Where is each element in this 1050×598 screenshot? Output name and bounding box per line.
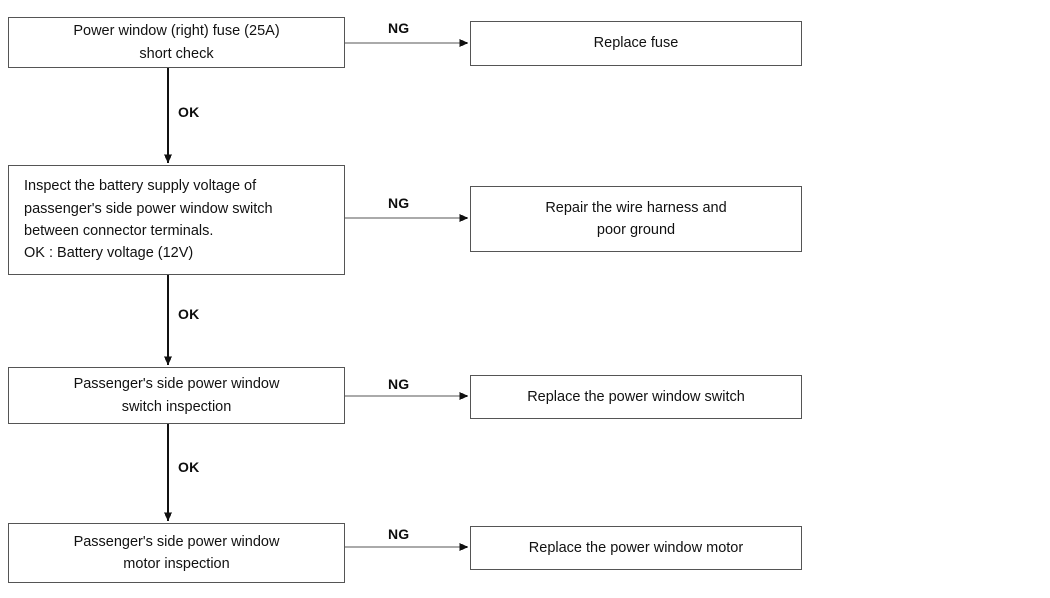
edge-label-ok-2: OK xyxy=(178,306,200,322)
node-label: Power window (right) fuse (25A) short ch… xyxy=(73,23,280,62)
node-inspect-battery-supply-voltage[interactable]: Inspect the battery supply voltage of pa… xyxy=(8,165,345,275)
node-label: Inspect the battery supply voltage of pa… xyxy=(24,178,273,262)
node-replace-power-window-motor[interactable]: Replace the power window motor xyxy=(470,526,802,570)
edge-label-ng-3: NG xyxy=(388,376,410,392)
edge-label-ok-3: OK xyxy=(178,459,200,475)
node-power-window-fuse-short-check[interactable]: Power window (right) fuse (25A) short ch… xyxy=(8,17,345,68)
node-power-window-motor-inspection[interactable]: Passenger's side power window motor insp… xyxy=(8,523,345,583)
node-label: Replace the power window motor xyxy=(528,539,744,556)
node-label: Passenger's side power window motor insp… xyxy=(73,533,280,572)
edge-label-ok-1: OK xyxy=(178,104,200,120)
edge-label-ng-1: NG xyxy=(388,20,410,36)
edge-label-ng-2: NG xyxy=(388,195,410,211)
node-label: Replace the power window switch xyxy=(527,388,745,405)
node-repair-wire-harness[interactable]: Repair the wire harness and poor ground xyxy=(470,186,802,252)
node-label: Passenger's side power window switch ins… xyxy=(73,376,280,415)
node-replace-power-window-switch[interactable]: Replace the power window switch xyxy=(470,375,802,419)
node-replace-fuse[interactable]: Replace fuse xyxy=(470,21,802,66)
node-label: Repair the wire harness and poor ground xyxy=(545,199,727,238)
node-power-window-switch-inspection[interactable]: Passenger's side power window switch ins… xyxy=(8,367,345,424)
edge-label-ng-4: NG xyxy=(388,526,410,542)
node-label: Replace fuse xyxy=(593,35,679,52)
